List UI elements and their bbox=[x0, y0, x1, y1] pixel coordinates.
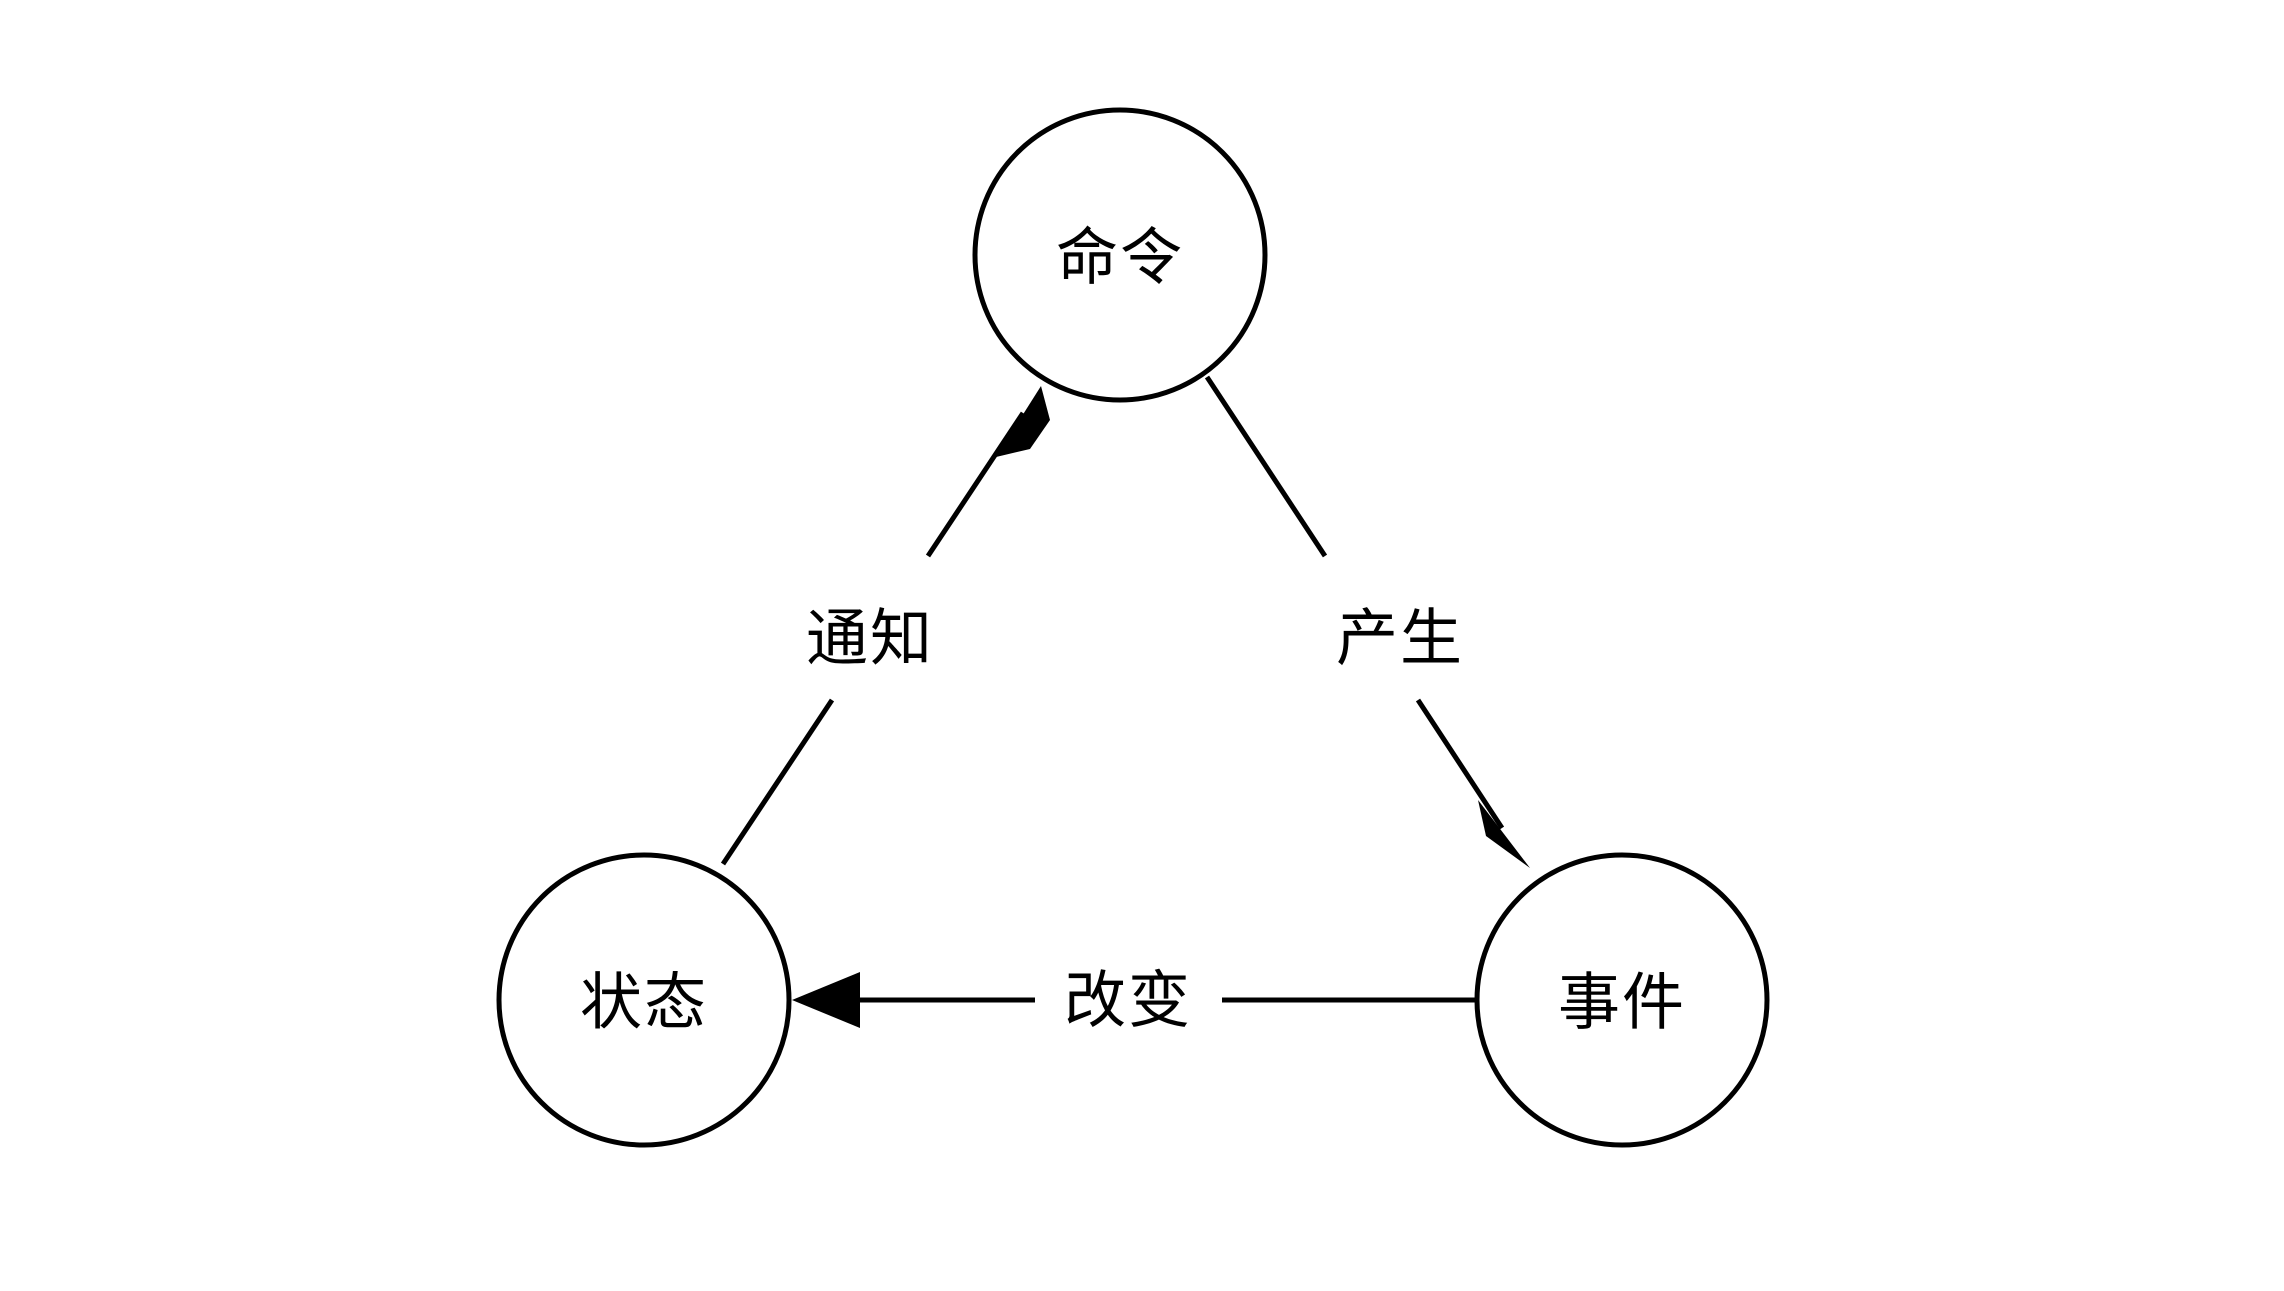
edge-label-notify: 通知 bbox=[806, 602, 934, 675]
edge-command-to-event-arrowhead bbox=[1478, 800, 1530, 868]
node-state-label: 状态 bbox=[580, 966, 708, 1039]
edge-command-to-event[interactable]: 产生 bbox=[1204, 375, 1530, 868]
edge-command-to-event-line-lower bbox=[1415, 698, 1505, 830]
edge-event-to-state[interactable]: 改变 bbox=[792, 964, 1478, 1037]
edge-event-to-state-arrowhead bbox=[792, 972, 860, 1028]
edge-label-change: 改变 bbox=[1064, 964, 1192, 1037]
node-state-circle bbox=[496, 852, 792, 1148]
edge-state-to-command[interactable]: 通知 bbox=[720, 386, 1050, 866]
node-command-label: 命令 bbox=[1056, 221, 1184, 294]
edge-state-to-command-line-upper bbox=[925, 411, 1026, 558]
edge-label-produce: 产生 bbox=[1336, 602, 1464, 675]
node-command[interactable]: 命令 bbox=[972, 107, 1268, 403]
node-command-circle bbox=[972, 107, 1268, 403]
edge-state-to-command-line-lower bbox=[720, 698, 835, 866]
edge-state-to-command-arrowhead bbox=[996, 386, 1050, 457]
edge-command-to-event-line-upper bbox=[1204, 375, 1328, 558]
node-event-label: 事件 bbox=[1558, 966, 1686, 1039]
node-state[interactable]: 状态 bbox=[496, 852, 792, 1148]
node-event-circle bbox=[1474, 852, 1770, 1148]
node-event[interactable]: 事件 bbox=[1474, 852, 1770, 1148]
